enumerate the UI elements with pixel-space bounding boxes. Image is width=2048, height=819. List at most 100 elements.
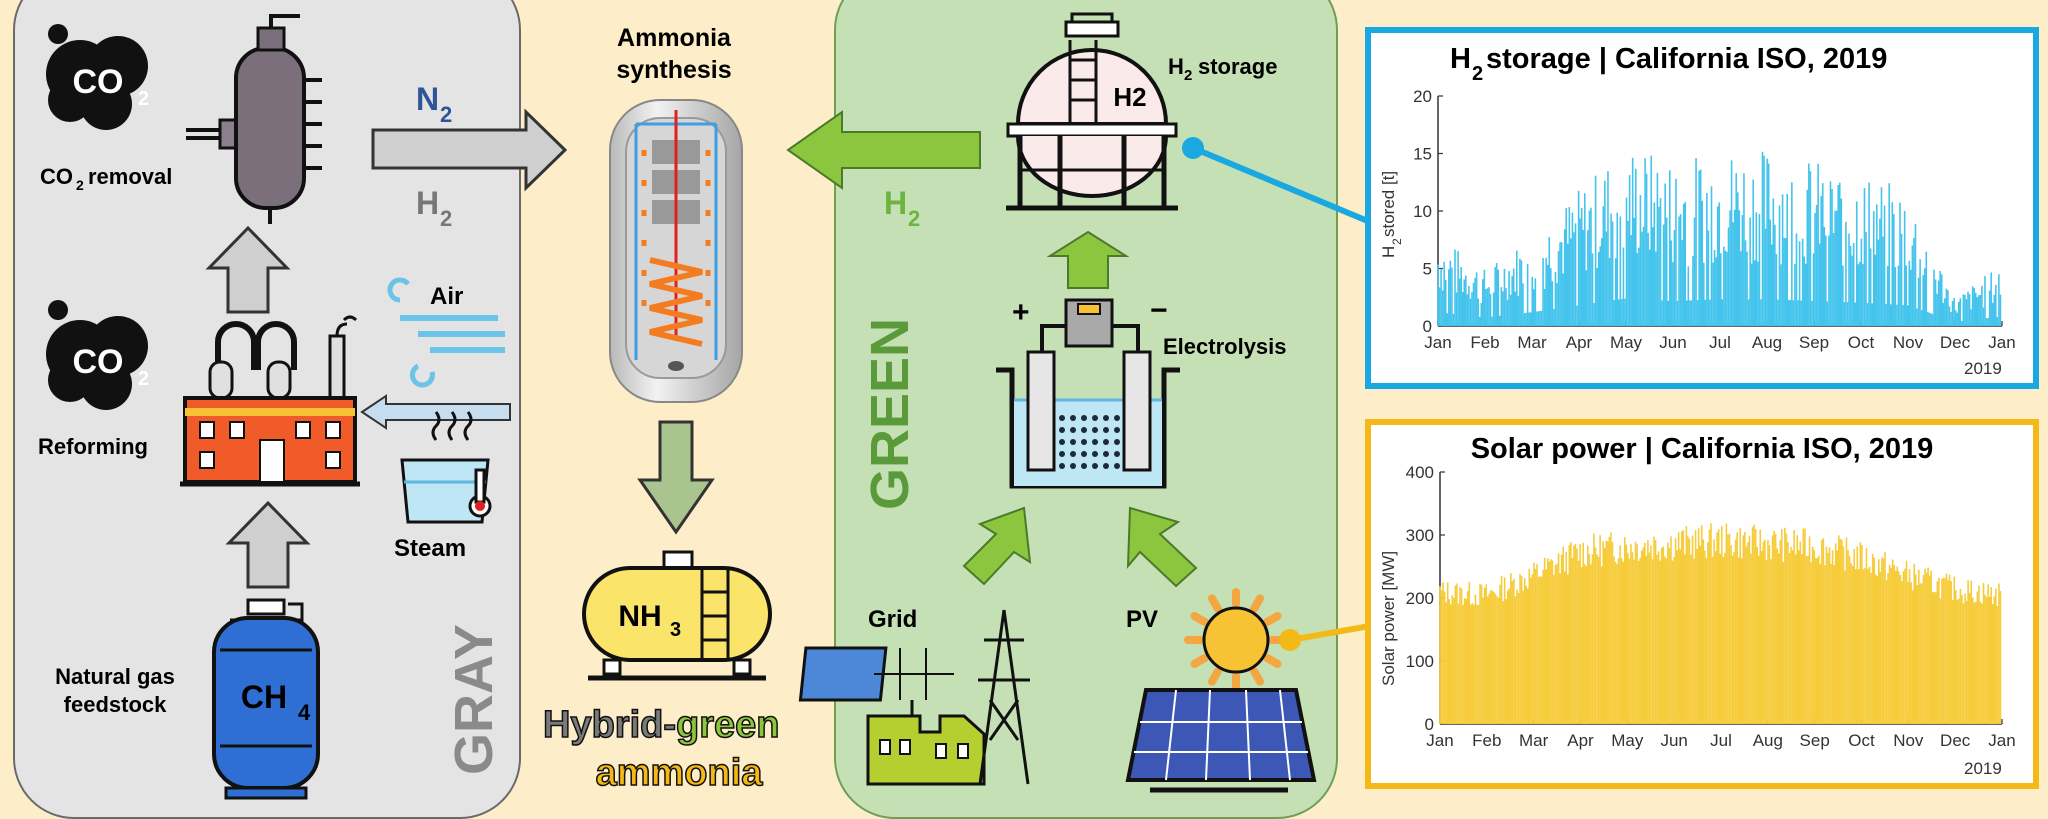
co2-removal-label: CO 2 removal xyxy=(40,164,172,193)
gray-section-label: GRAY xyxy=(444,624,504,775)
x-tick-label: Jun xyxy=(1659,333,1686,352)
bubble xyxy=(1103,463,1109,469)
natural-gas-label-line2: feedstock xyxy=(64,692,167,717)
svg-text:2: 2 xyxy=(138,88,149,110)
up-arrow-reforming-to-removal xyxy=(205,225,291,314)
ammonia-reactor-icon xyxy=(609,99,743,403)
svg-text:+: + xyxy=(1012,296,1030,329)
bubble xyxy=(1092,427,1098,433)
h2-connector xyxy=(1191,145,1372,225)
ch4-label: CH xyxy=(241,679,287,715)
svg-text:removal: removal xyxy=(88,164,172,189)
x-tick-label: Dec xyxy=(1940,333,1971,352)
y-tick-label: 300 xyxy=(1406,526,1434,545)
bubble xyxy=(1059,427,1065,433)
svg-text:2: 2 xyxy=(440,206,452,231)
x-tick-label: Jun xyxy=(1660,731,1687,750)
h2-connector-dot xyxy=(1182,137,1204,159)
svg-text:2: 2 xyxy=(908,206,920,231)
y-tick-label: 5 xyxy=(1423,260,1432,279)
sun-ray xyxy=(1263,612,1282,626)
svg-text:2: 2 xyxy=(1184,67,1192,84)
solar-y-axis-label: Solar power [MW] xyxy=(1379,551,1398,686)
electrolysis-cell-icon: + − xyxy=(996,294,1180,489)
bubble xyxy=(1070,427,1076,433)
bubble xyxy=(1081,451,1087,457)
svg-text:N: N xyxy=(416,81,439,117)
solar-power-chart: Solar power | California ISO, 2019 Solar… xyxy=(1365,419,2039,789)
svg-text:H: H xyxy=(1168,54,1184,79)
svg-text:CO: CO xyxy=(73,343,124,381)
x-tick-label: Dec xyxy=(1940,731,1971,750)
y-tick-label: 100 xyxy=(1406,652,1434,671)
bubble xyxy=(1103,415,1109,421)
n2-label: N 2 xyxy=(416,81,452,127)
bubble xyxy=(1059,415,1065,421)
ammonia-synthesis-line1: Ammonia xyxy=(617,24,732,52)
reforming-plant-icon xyxy=(180,315,360,487)
green-section-label: GREEN xyxy=(860,318,920,510)
storage-tank-label: H2 xyxy=(1113,82,1146,112)
co2-cloud-icon: CO 2 xyxy=(46,300,149,410)
svg-text:H: H xyxy=(416,185,439,221)
bubble xyxy=(1114,451,1120,457)
sun-ray xyxy=(1208,667,1222,686)
svg-text:2: 2 xyxy=(1390,238,1404,245)
h2-gray-label: H 2 xyxy=(416,185,452,231)
svg-text:H: H xyxy=(1450,43,1471,75)
grid-to-electrolysis-arrow xyxy=(962,506,1032,586)
pv-label: PV xyxy=(1126,606,1158,633)
bubble xyxy=(1103,439,1109,445)
svg-text:stored [t]: stored [t] xyxy=(1379,171,1398,237)
x-tick-label: Oct xyxy=(1848,333,1875,352)
sun-ray xyxy=(1250,594,1264,613)
x-tick-label: Jan xyxy=(1988,333,2015,352)
ammonia-tank-icon: NH 3 xyxy=(582,550,772,681)
svg-text:2: 2 xyxy=(440,102,452,127)
h2-storage-label: H 2 storage xyxy=(1168,54,1277,84)
svg-text:−: − xyxy=(1150,294,1168,327)
x-tick-label: Apr xyxy=(1566,333,1593,352)
solar-connector-dot xyxy=(1279,629,1301,651)
pv-to-electrolysis-arrow xyxy=(1126,506,1198,588)
steam-label: Steam xyxy=(394,535,466,562)
x-tick-label: Sep xyxy=(1799,333,1829,352)
x-tick-label: Sep xyxy=(1800,731,1830,750)
h2-y-axis-label: H 2 stored [t] xyxy=(1379,171,1404,258)
grid-power-icon xyxy=(798,609,1030,786)
y-tick-label: 20 xyxy=(1413,87,1432,106)
nh3-label: NH xyxy=(618,600,661,633)
svg-text:2: 2 xyxy=(1472,63,1483,85)
x-tick-label: Jul xyxy=(1710,731,1732,750)
x-tick-label: Nov xyxy=(1893,731,1924,750)
bubble xyxy=(1114,427,1120,433)
svg-text:3: 3 xyxy=(670,619,681,641)
sun-ray xyxy=(1190,612,1209,626)
bubble xyxy=(1070,439,1076,445)
up-arrow-gas-to-reforming xyxy=(225,500,311,589)
grid-label: Grid xyxy=(868,606,917,633)
bubble xyxy=(1114,439,1120,445)
y-tick-label: 0 xyxy=(1425,715,1434,734)
ammonia-word: ammonia xyxy=(596,752,764,794)
bubble xyxy=(1081,439,1087,445)
bubble xyxy=(1070,463,1076,469)
x-tick-label: Mar xyxy=(1519,731,1549,750)
x-tick-label: Feb xyxy=(1472,731,1501,750)
x-tick-label: Jul xyxy=(1709,333,1731,352)
bubble xyxy=(1081,463,1087,469)
svg-text:2: 2 xyxy=(76,177,84,193)
bubble xyxy=(1103,451,1109,457)
y-tick-label: 0 xyxy=(1423,317,1432,336)
x-tick-label: Aug xyxy=(1753,731,1783,750)
x-tick-label: Jan xyxy=(1988,731,2015,750)
co2-removal-column-icon xyxy=(186,14,322,224)
bubble xyxy=(1081,415,1087,421)
bubble xyxy=(1092,463,1098,469)
bubble xyxy=(1070,415,1076,421)
n2-h2-feed-arrow xyxy=(371,108,568,192)
x-tick-label: Oct xyxy=(1848,731,1875,750)
product-label: Hybrid- green ammonia xyxy=(542,703,780,795)
gas-bubbles xyxy=(1059,415,1120,469)
x-tick-label: May xyxy=(1611,731,1644,750)
